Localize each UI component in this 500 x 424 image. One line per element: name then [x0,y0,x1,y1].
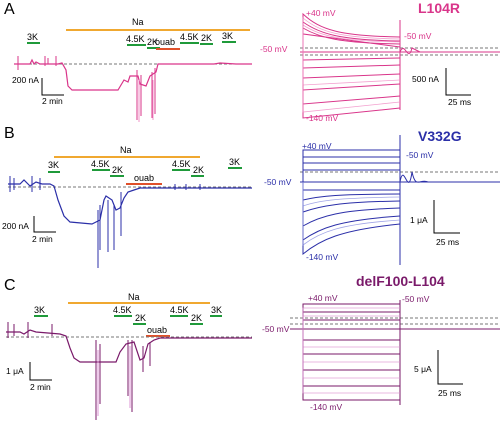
panel-a-na-label: Na [132,17,144,27]
panel-c-v-top: +40 mV [308,293,338,303]
panel-b-right-scale-time: 25 ms [436,237,459,247]
panel-c-title: delF100-L104 [356,273,445,289]
panel-a-v-bottom: -140 mV [306,113,338,123]
panel-b-v-post: -50 mV [406,150,434,160]
panel-c-right-scale-amp: 5 μA [414,364,432,374]
panel-b-v-top: +40 mV [302,141,332,151]
panel-a-k3-right-label: 3K [222,31,233,41]
panel-c-k3-left-label: 3K [34,305,45,315]
panel-c-k45-a-label: 4.5K [113,305,132,315]
panel-a-scale-amp: 200 nA [12,75,39,85]
panel-b-scale-bar [33,216,56,233]
panel-b-k3-left-label: 3K [48,160,59,170]
panel-a-title: L104R [418,0,460,16]
panel-c: C delF100-L104 Na 3K 4.5K 2K ouab 4.5K 2… [4,273,500,420]
panel-b-title: V332G [418,128,462,144]
panel-b-na-label: Na [120,145,132,155]
panel-c-k3-right-label: 3K [211,305,222,315]
panel-a-right-scale-time: 25 ms [448,97,471,107]
panel-a-k45-b-label: 4.5K [180,32,199,42]
panel-c-v-bottom: -140 mV [310,402,342,412]
panel-c-v-post: -50 mV [402,294,430,304]
panel-b-ouab-label: ouab [134,173,154,183]
panel-a-k3-left-label: 3K [27,32,38,42]
panel-b-k45-b-label: 4.5K [172,159,191,169]
panel-c-voltage-family [290,300,500,405]
panel-c-spikes [7,322,151,420]
panel-a-voltage-family [300,12,500,119]
panel-a-k2-a-label: 2K [147,37,158,47]
panel-a-spikes-light [138,80,154,122]
panel-c-letter: C [4,277,16,294]
panel-b-k2-b-label: 2K [193,165,204,175]
panel-a-scale-time: 2 min [42,96,63,106]
panel-b-scale-time: 2 min [32,234,53,244]
panel-c-right-scale-time: 25 ms [438,388,461,398]
panel-c-scale-bar [29,362,52,381]
panel-c-spikes-light [97,346,131,416]
panel-c-v-hold: -50 mV [262,324,290,334]
panel-c-ouab-label: ouab [147,325,167,335]
panel-c-k45-b-label: 4.5K [170,305,189,315]
panel-c-scale-amp: 1 μA [6,366,24,376]
panel-c-na-label: Na [128,292,140,302]
panel-b-k2-a-label: 2K [112,165,123,175]
panel-b: B V332G Na 3K 4.5K 2K ouab 4.5K 2K 3K [2,125,500,268]
panel-b-voltage-family [300,135,500,265]
panel-b-k45-a-label: 4.5K [91,159,110,169]
panel-b-k3-right-label: 3K [229,157,240,167]
panel-c-right-scale-bar [437,350,463,385]
panel-b-v-hold: -50 mV [264,177,292,187]
panel-a-k2-b-label: 2K [201,33,212,43]
panel-a-scale-bar [41,78,64,96]
panel-a-right-scale-amp: 500 nA [412,74,439,84]
panel-a-ouab-label: ouab [155,37,175,47]
panel-b-right-scale-amp: 1 μA [410,215,428,225]
panel-a-current-trace [14,58,252,91]
panel-c-k2-b-label: 2K [191,313,202,323]
panel-b-scale-amp: 200 nA [2,221,29,231]
panel-a-v-post: -50 mV [404,31,432,41]
panel-a-spikes [17,56,156,120]
panel-a-k45-a-label: 4.5K [126,34,145,44]
panel-a-letter: A [4,1,15,18]
panel-a-v-top: +40 mV [306,8,336,18]
panel-a-right-scale-bar [445,68,471,96]
panel-b-letter: B [4,125,15,142]
panel-c-scale-time: 2 min [30,382,51,392]
panel-b-right-scale-bar [433,200,460,234]
panel-b-spikes [9,176,201,268]
panel-c-k2-a-label: 2K [135,313,146,323]
panel-a: A L104R Na 3K 4.5K 2K ouab 4.5K 2K 3K [4,0,500,123]
panel-a-v-hold: -50 mV [260,44,288,54]
panel-b-v-bottom: -140 mV [306,252,338,262]
panel-c-current-trace [6,329,252,363]
